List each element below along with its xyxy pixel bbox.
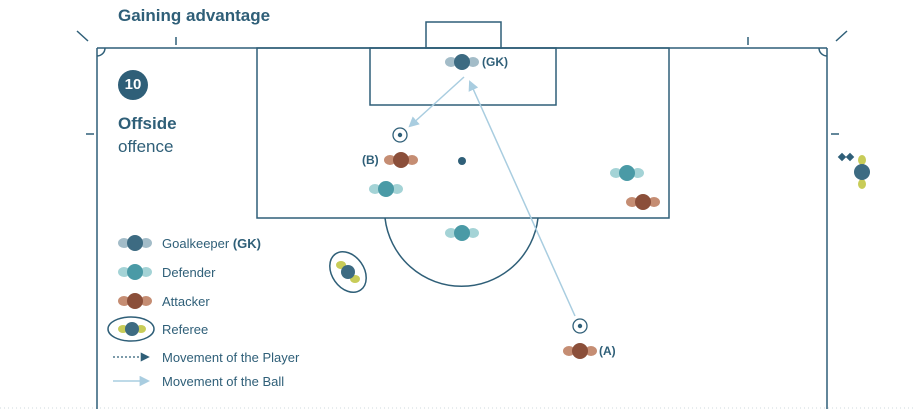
ball-icon xyxy=(572,318,588,334)
scenario-subheading: offence xyxy=(118,137,174,156)
legend-defender-icon xyxy=(118,264,152,280)
legend-goalkeeper-label: Goalkeeper xyxy=(162,236,230,251)
defender-icon xyxy=(369,181,403,197)
assistant-referee-icon xyxy=(854,155,870,189)
page-title: Gaining advantage xyxy=(118,6,271,25)
defender-icon xyxy=(610,165,644,181)
goal xyxy=(425,21,502,49)
scenario-number-badge: 10 xyxy=(118,70,148,100)
corner-arc-left xyxy=(96,47,106,57)
ball-path-a-to-gk xyxy=(468,80,576,317)
attacker-icon xyxy=(384,152,418,168)
penalty-area xyxy=(256,47,670,219)
ball-icon xyxy=(392,127,408,143)
attacker-icon xyxy=(563,343,597,359)
legend-attacker-icon xyxy=(118,293,152,309)
legend-attacker-label: Attacker xyxy=(162,294,210,309)
referee-icon xyxy=(329,251,367,293)
legend-goalkeeper-abbr: (GK) xyxy=(232,236,262,251)
scenario-heading: Offside xyxy=(118,114,177,133)
corner-flag-left xyxy=(76,30,89,42)
legend-goalkeeper: Goalkeeper (GK) xyxy=(162,236,261,251)
goalkeeper-icon xyxy=(445,54,479,70)
field-lines xyxy=(76,21,848,409)
ball-path-gk-to-b xyxy=(408,76,465,128)
attacker-icon xyxy=(626,194,660,210)
assistant-referee-flag-icon xyxy=(837,152,855,162)
legend-ball-movement-label: Movement of the Ball xyxy=(162,374,285,389)
attacker-b-label: (B) xyxy=(362,153,379,167)
penalty-spot xyxy=(458,157,466,165)
corner-flag-right xyxy=(835,30,848,42)
legend-goalkeeper-icon xyxy=(118,235,152,251)
legend-defender-label: Defender xyxy=(162,265,216,280)
corner-arc-right xyxy=(818,47,828,57)
attacker-a-label: (A) xyxy=(599,344,616,358)
legend-player-movement-label: Movement of the Player xyxy=(162,350,300,365)
goalkeeper-label: (GK) xyxy=(482,55,508,69)
legend-referee-icon xyxy=(107,316,155,342)
defender-icon xyxy=(445,225,479,241)
legend-referee-label: Referee xyxy=(162,322,209,337)
penalty-arc xyxy=(384,217,539,287)
